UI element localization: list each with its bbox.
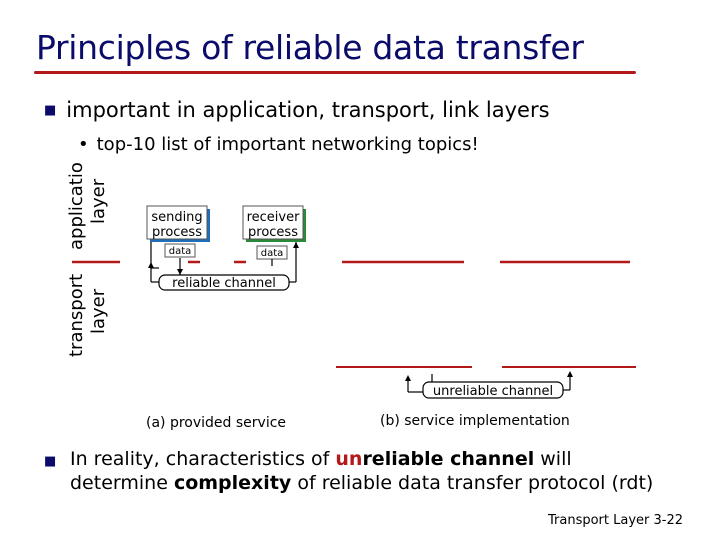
rdt-diagram: application layer transport layer sendin… [66,162,636,431]
reliable-channel-label: reliable channel [172,276,276,291]
bottom-text-determine: determine [70,472,174,494]
main-bullet-text: important in application, transport, lin… [66,98,550,122]
layer-label-transport: transport [66,274,87,357]
square-bullet-icon: ■ [44,103,57,118]
sub-bullet-text: top-10 list of important networking topi… [96,134,479,155]
receiver-process-label-1: receiver [247,210,301,225]
bottom-text-1: In reality, characteristics of [70,448,336,470]
layer-label-transport-2: layer [88,288,109,334]
unreliable-channel [405,371,573,399]
bottom-text-un: un [335,448,363,470]
receiver-process-label-2: process [248,225,298,240]
caption-provided-service: (a) provided service [146,415,286,431]
title-underline [34,71,636,74]
main-bullet: ■ important in application, transport, li… [44,98,550,122]
slide-title: Principles of reliable data transfer [36,28,584,67]
bottom-text-will: will [534,448,572,470]
sub-bullet: • top-10 list of important networking top… [78,134,479,155]
sending-process-label-2: process [152,225,202,240]
data-box-right: data [256,245,288,260]
reliable-channel [148,242,299,291]
caption-service-implementation: (b) service implementation [380,413,570,429]
bottom-text-complexity: complexity [173,472,292,494]
square-bullet-icon: ■ [44,454,57,469]
slide-footer: Transport Layer 3-22 [548,513,684,528]
data-label-right: data [261,248,284,259]
data-box-left: data [164,243,196,258]
bottom-text-rest: of reliable data transfer protocol (rdt) [291,472,654,494]
layer-label-application: application [66,162,87,250]
bottom-bullet: ■ In reality, characteristics of unrelia… [44,447,704,495]
sending-process-label-1: sending [151,210,202,225]
unreliable-channel-label: unreliable channel [433,384,553,399]
sending-process-box: sending process [146,205,210,242]
data-label-left: data [169,246,192,257]
receiver-process-box: receiver process [242,205,306,242]
dot-bullet-icon: • [78,134,89,155]
bottom-text-channel: reliable channel [362,448,535,470]
layer-label-application-2: layer [88,178,109,224]
bottom-bullet-text: In reality, characteristics of unreliabl… [70,447,704,495]
